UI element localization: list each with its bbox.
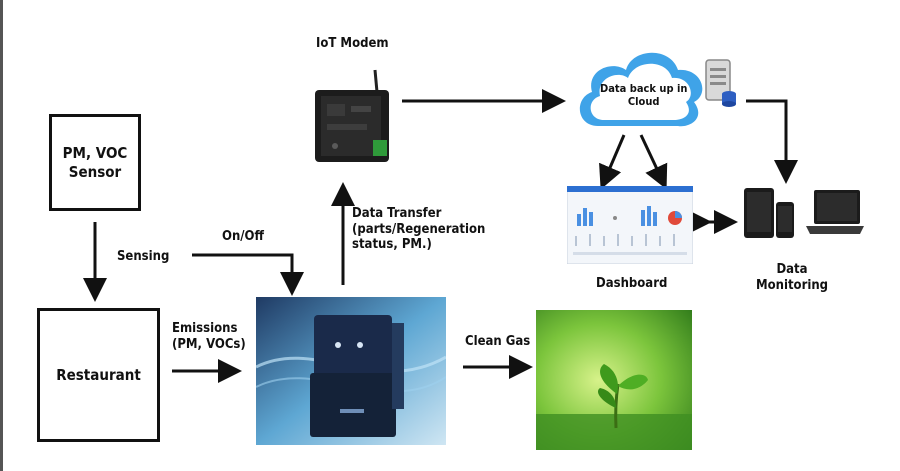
data-transfer-label: Data Transfer (parts/Regeneration status…: [352, 206, 486, 253]
server-icon: [705, 59, 736, 107]
sensor-label: PM, VOC Sensor: [62, 143, 128, 181]
filter-unit-image: [256, 297, 446, 445]
arrow-cloud-to-dashboard-left: [599, 134, 626, 190]
restaurant-box: Restaurant: [37, 308, 160, 442]
dashboard-image: [567, 186, 693, 264]
devices-image: [744, 188, 864, 238]
cloud-label: Data back up in Cloud: [600, 82, 688, 109]
clean-gas-image: [536, 310, 692, 450]
arrow-on-off: [192, 253, 304, 296]
window-frame: [0, 0, 3, 471]
dashboard-label: Dashboard: [596, 276, 668, 291]
sensor-box: PM, VOC Sensor: [49, 114, 141, 211]
data-monitoring-label: Data Monitoring: [755, 262, 829, 293]
on-off-label: On/Off: [222, 229, 264, 244]
clean-gas-label: Clean Gas: [465, 334, 531, 349]
emissions-label: Emissions (PM, VOCs): [172, 321, 246, 352]
cloud-shape: [579, 52, 703, 127]
sensing-label: Sensing: [117, 249, 170, 264]
arrow-cloud-to-monitoring: [746, 99, 798, 184]
arrow-cloud-to-dashboard-right: [639, 134, 668, 190]
restaurant-label: Restaurant: [56, 365, 141, 384]
iot-modem-label: IoT Modem: [316, 36, 389, 51]
iot-modem-image: [315, 69, 389, 162]
